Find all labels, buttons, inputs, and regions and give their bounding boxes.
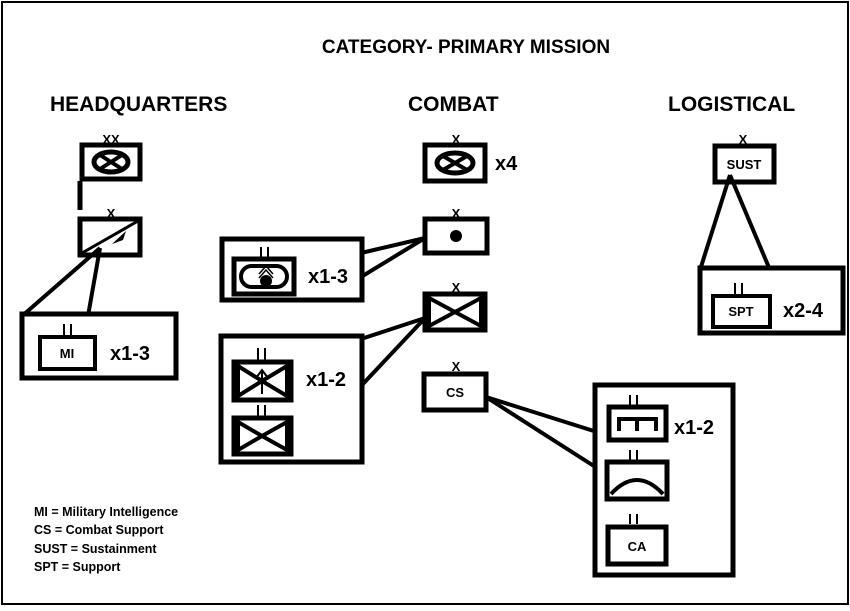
support-callout: SPT x2-4: [697, 265, 846, 336]
cs-callout-line: [484, 395, 599, 470]
mi-callout-line: [20, 246, 102, 318]
legend-item: SPT = Support: [34, 560, 121, 574]
mi-battalion-symbol: [38, 335, 97, 371]
support-battalion-symbol: [711, 294, 772, 329]
hq-brigade-symbol: X: [77, 206, 143, 258]
cs-callout: x1-2 CA: [592, 382, 736, 578]
armor-callout-line: [359, 236, 427, 279]
svg-text:X: X: [452, 359, 461, 374]
spt-label: SPT: [728, 304, 753, 319]
sust-label: SUST: [727, 157, 762, 172]
svg-text:X: X: [452, 280, 461, 295]
legend-item: MI = Military Intelligence: [34, 505, 178, 519]
legend-item: SUST = Sustainment: [34, 542, 157, 556]
mi-callout: MI x1-3: [19, 311, 179, 381]
column-heading-combat: COMBAT: [408, 93, 499, 116]
mi-label: MI: [60, 346, 74, 361]
mi-multiplier: x1-3: [110, 343, 150, 365]
armor-multiplier: x1-3: [308, 266, 348, 288]
cs-multiplier: x1-2: [674, 417, 714, 439]
armor-callout-line: [360, 236, 426, 255]
infantry-callout-line: [359, 316, 427, 388]
svg-text:X: X: [452, 206, 461, 221]
diagram-title: CATEGORY- PRIMARY MISSION: [322, 37, 610, 58]
infantry-brigade-symbol: X: [422, 280, 488, 333]
support-multiplier: x2-4: [783, 300, 824, 322]
division-hq-symbol: XX: [79, 132, 143, 182]
combat-brigade-multiplier: x4: [495, 153, 518, 175]
infantry-callout-line: [360, 316, 426, 341]
infantry-callout: x1-2: [218, 333, 365, 465]
column-heading-logistical: LOGISTICAL: [668, 93, 795, 116]
legend-item: CS = Combat Support: [34, 523, 164, 537]
svg-text:X: X: [739, 132, 748, 147]
cs-label: CS: [446, 385, 464, 400]
cs-callout-line: [485, 395, 598, 434]
armor-brigade-symbol: X: [422, 206, 490, 256]
svg-text:X: X: [452, 132, 461, 147]
armor-callout: x1-3: [219, 236, 365, 303]
echelon-brigade: X: [107, 206, 116, 221]
ca-battalion-symbol: [605, 524, 669, 567]
ca-label: CA: [628, 539, 647, 554]
mi-callout-line: [86, 247, 102, 317]
sustainment-brigade-symbol: X SUST: [712, 132, 777, 185]
legend: MI = Military Intelligence CS = Combat S…: [34, 505, 178, 574]
cs-brigade-symbol: X CS: [421, 359, 489, 413]
support-callout-line: [728, 174, 772, 271]
combat-brigade-symbol: X x4: [422, 132, 518, 184]
support-callout-line: [698, 174, 732, 271]
infantry-multiplier: x1-2: [306, 369, 346, 391]
column-heading-headquarters: HEADQUARTERS: [50, 93, 227, 116]
